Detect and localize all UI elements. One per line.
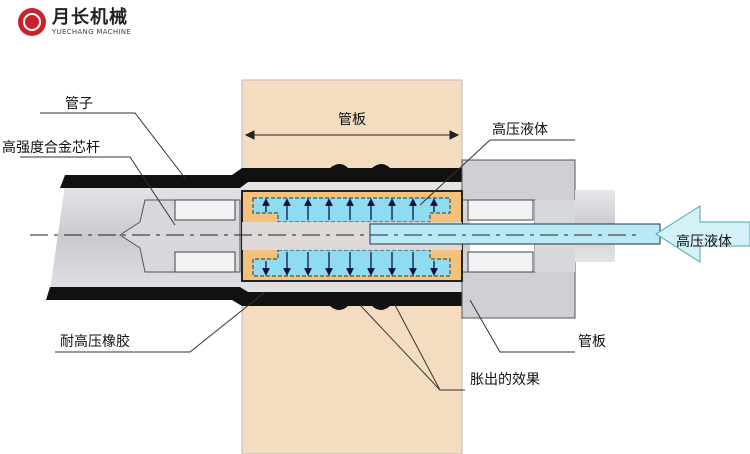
logo: 月长机械 YUECHANG MACHINE bbox=[18, 8, 131, 36]
label-rubber: 耐高压橡胶 bbox=[60, 333, 130, 350]
tube-wall-top bbox=[60, 164, 472, 188]
logo-name: 月长机械 bbox=[52, 7, 128, 28]
tube-wall-bottom bbox=[46, 287, 472, 310]
label-hp-liquid-top: 高压液体 bbox=[492, 121, 548, 138]
label-hp-liquid-right: 高压液体 bbox=[676, 233, 732, 250]
label-tube-sheet-top: 管板 bbox=[338, 112, 366, 128]
logo-icon bbox=[18, 8, 46, 36]
leader-lines bbox=[20, 112, 575, 391]
liquid-pipe bbox=[369, 223, 661, 245]
dimension-line bbox=[244, 130, 460, 140]
label-tube: 管子 bbox=[65, 96, 93, 112]
liquid-inflow-arrow bbox=[655, 205, 750, 263]
logo-subtitle: YUECHANG MACHINE bbox=[52, 28, 132, 36]
label-tube-sheet-right: 管板 bbox=[578, 334, 606, 350]
label-mandrel: 高强度合金芯杆 bbox=[2, 139, 100, 156]
pressure-arrows bbox=[262, 198, 438, 276]
label-expansion-effect: 胀出的效果 bbox=[470, 372, 540, 388]
